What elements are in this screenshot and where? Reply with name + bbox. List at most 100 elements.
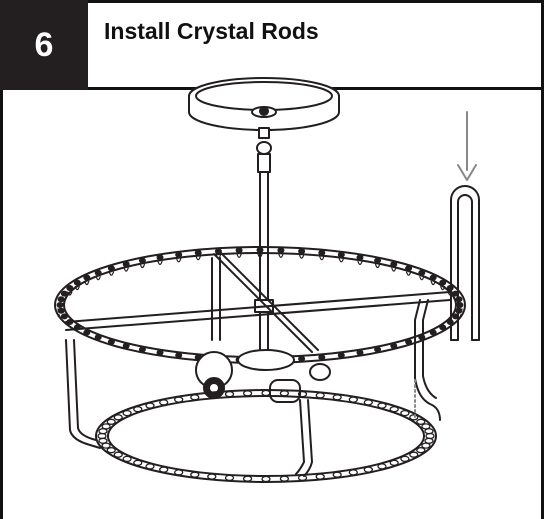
ring-hole (242, 390, 253, 397)
ring-hole (106, 418, 116, 425)
crystal-hook (107, 338, 115, 345)
ring-hole (389, 406, 399, 413)
ring-hole (297, 390, 308, 398)
ring-hole (416, 418, 426, 425)
crystal-hook (439, 324, 447, 331)
crystal-hook (235, 247, 243, 258)
ring-hole (113, 451, 123, 458)
crystal-hook (60, 290, 68, 302)
support-arms (65, 257, 441, 477)
crystal-hook (138, 346, 146, 353)
crystal-hook (156, 349, 164, 356)
crystal-hook (66, 285, 74, 296)
ring-hole (332, 471, 342, 478)
left-border (0, 90, 3, 519)
crystal-hook (337, 251, 345, 263)
crystal-hook (374, 257, 382, 269)
ring-hole (424, 428, 434, 435)
ring-hole (332, 394, 342, 401)
ring-hole (421, 442, 431, 449)
crystal-hook (138, 257, 146, 269)
ring-hole (363, 466, 373, 473)
ring-hole (145, 463, 155, 470)
ring-hole (242, 475, 253, 482)
step-title: Install Crystal Rods (104, 18, 319, 44)
crystal-hook (73, 324, 81, 331)
crystal-hook (374, 346, 382, 353)
ring-hole (400, 409, 410, 417)
ring-hole (101, 423, 111, 430)
crystal-hook (83, 274, 91, 286)
crystal-hook (94, 269, 102, 281)
step-number: 6 (34, 25, 54, 64)
ring-hole (348, 469, 358, 476)
ring-hole (389, 459, 399, 466)
ring-hole (348, 396, 358, 403)
crystal-hook (122, 261, 130, 272)
down-arrow-icon (457, 111, 477, 181)
ring-hole (113, 414, 123, 421)
ring-hole (315, 473, 325, 480)
crystal-hook (194, 249, 202, 261)
ring-hole (261, 475, 271, 483)
crystal-hook (277, 247, 285, 258)
crystal-rod-icon (414, 185, 480, 421)
crystal-hook (73, 279, 81, 291)
crystal-hook (356, 349, 364, 356)
ring-hole (190, 471, 200, 478)
crystal-hook (214, 248, 222, 259)
ring-hole (297, 474, 308, 482)
crystal-hook (439, 279, 447, 291)
ring-hole (145, 402, 155, 409)
crystal-hook (83, 329, 91, 336)
ring-hole (207, 392, 217, 399)
ring-hole (377, 463, 387, 470)
crystal-hook (156, 254, 164, 265)
center-body (195, 349, 331, 403)
crystal-hook (318, 249, 326, 261)
crystal-hook (429, 329, 437, 336)
ring-hole (207, 473, 217, 480)
canopy (188, 77, 340, 131)
ring-hole (377, 402, 387, 409)
crystal-hook (298, 355, 306, 362)
crystal-hook (66, 319, 74, 325)
crystal-hook (256, 247, 264, 258)
crystal-hook (390, 342, 398, 349)
ring-hole (409, 451, 419, 458)
crystal-hook (175, 352, 183, 359)
ring-hole (363, 399, 373, 406)
crystal-hook (318, 354, 326, 361)
ring-hole (279, 390, 290, 397)
ring-hole (400, 455, 410, 463)
crystal-hook (418, 334, 426, 341)
crystal-hook (107, 265, 115, 276)
ring-hole (261, 389, 271, 397)
ring-hole (133, 406, 143, 413)
crystal-hook (298, 248, 306, 259)
crystal-hook (356, 254, 364, 265)
crystal-hook (390, 261, 398, 272)
ring-hole (416, 447, 426, 454)
ring-hole (279, 475, 290, 482)
crystal-hook (429, 274, 437, 286)
ring-hole (174, 469, 184, 476)
step-number-badge: 6 (0, 0, 88, 90)
crystal-hook (405, 265, 413, 276)
crystal-hook (94, 334, 102, 341)
ring-hole (190, 394, 200, 401)
ring-hole (315, 392, 325, 399)
ring-hole (122, 409, 132, 417)
crystal-hook (337, 352, 345, 359)
down-rod (254, 127, 274, 356)
ring-hole (133, 459, 143, 466)
lower-ring-holes (97, 389, 435, 483)
ring-hole (106, 447, 116, 454)
crystal-hook (405, 338, 413, 345)
ring-hole (122, 455, 132, 463)
ring-hole (159, 399, 169, 406)
crystal-hook (122, 342, 130, 349)
ring-hole (174, 396, 184, 403)
